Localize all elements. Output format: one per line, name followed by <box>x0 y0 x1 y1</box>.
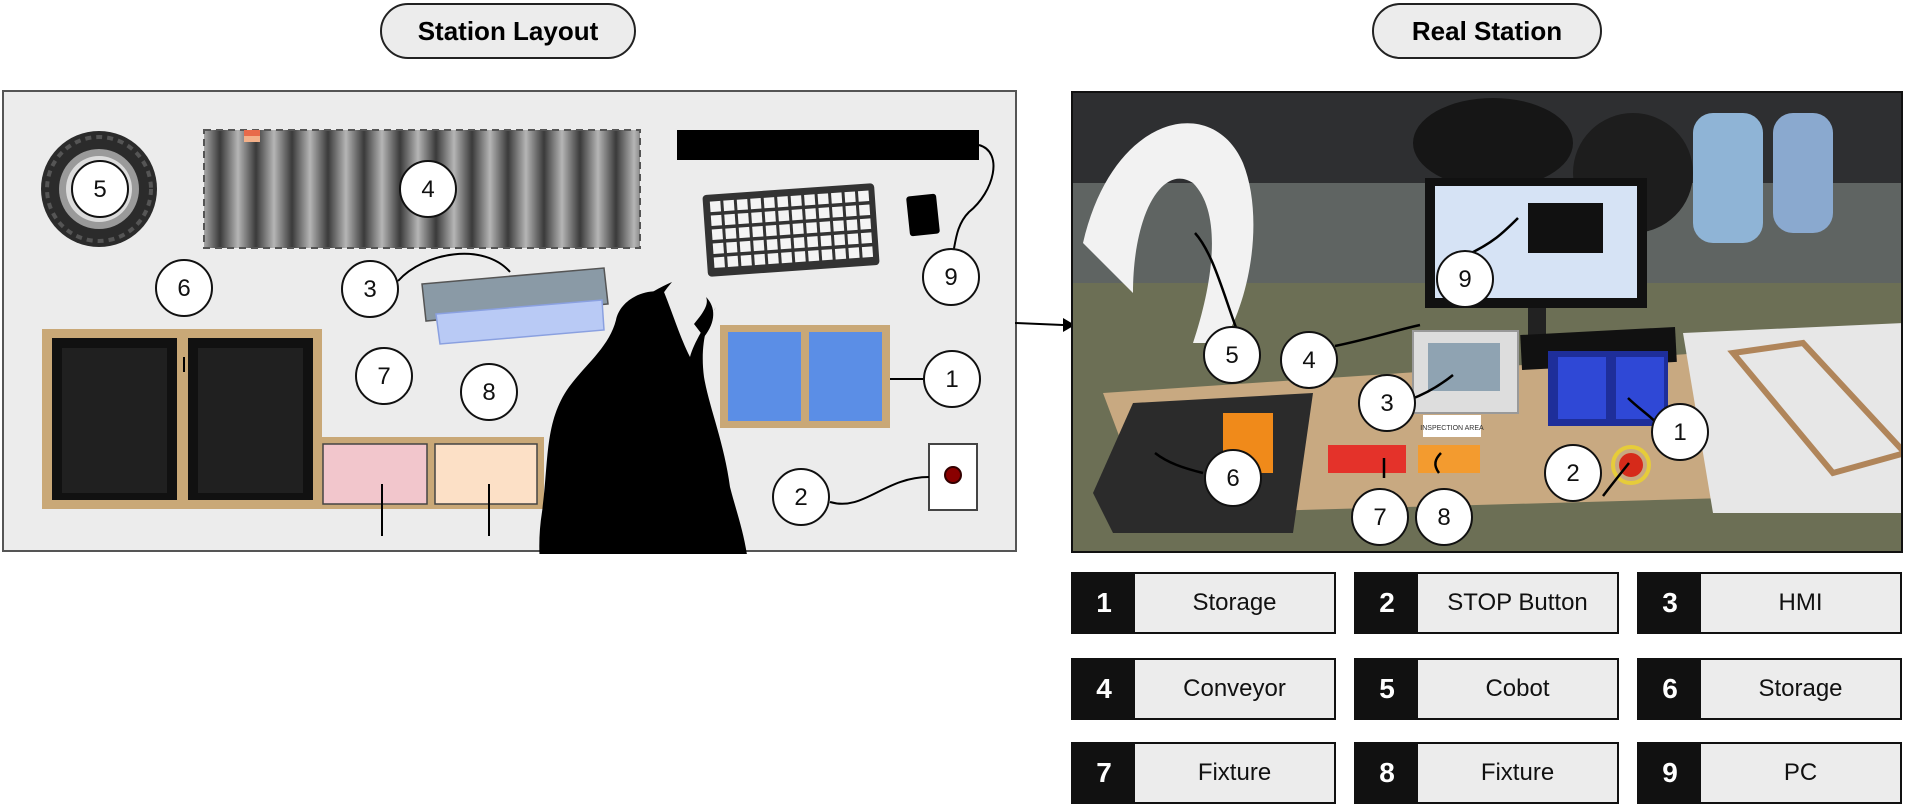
photo-badge-label: 8 <box>1437 504 1450 531</box>
layout-badge-label: 4 <box>421 176 434 203</box>
photo-badge-1 <box>1651 403 1709 461</box>
legend-label: Conveyor <box>1183 675 1286 702</box>
monitor-icon <box>677 130 979 160</box>
layout-drawing: 1 2 3 4 5 6 7 8 9 <box>41 129 995 554</box>
legend-item-1: 1 Storage <box>1071 572 1336 634</box>
layout-badge-3 <box>341 260 399 318</box>
fixture-trays <box>322 437 544 509</box>
legend-number: 5 <box>1356 660 1418 718</box>
panel-arrow <box>1015 318 1075 332</box>
legend-label: Storage <box>1192 589 1277 616</box>
legend-item-9: 9 PC <box>1637 742 1902 804</box>
photo-badge-3 <box>1358 374 1416 432</box>
legend-item-8: 8 Fixture <box>1354 742 1619 804</box>
legend-number: 7 <box>1073 744 1135 802</box>
legend-number: 9 <box>1639 744 1701 802</box>
photo-badge-label: 3 <box>1380 390 1393 417</box>
legend-item-6: 6 Storage <box>1637 658 1902 720</box>
photo-badge-2 <box>1544 444 1602 502</box>
photo-badge-8 <box>1415 488 1473 546</box>
storage-bins-right <box>720 325 890 428</box>
real-station-title: Real Station <box>1372 3 1602 59</box>
stop-button-icon <box>928 443 978 511</box>
layout-badge-label: 2 <box>794 484 807 511</box>
layout-badge-label: 6 <box>177 275 190 302</box>
layout-badge-9 <box>922 248 980 306</box>
layout-badge-1 <box>923 350 981 408</box>
legend-number: 8 <box>1356 744 1418 802</box>
layout-badge-4 <box>399 160 457 218</box>
legend-label: HMI <box>1778 589 1823 616</box>
photo-badge-6 <box>1204 449 1262 507</box>
hmi-tablet-icon <box>421 267 609 345</box>
legend-label: Cobot <box>1485 675 1550 702</box>
layout-badge-7 <box>355 347 413 405</box>
legend-item-3: 3 HMI <box>1637 572 1902 634</box>
inspection-area-sign: INSPECTION AREA <box>1420 425 1484 432</box>
storage-bins-left <box>42 329 322 509</box>
operator-silhouette-icon <box>539 282 747 554</box>
photo-badge-label: 1 <box>1673 419 1686 446</box>
photo-badge-label: 2 <box>1566 460 1579 487</box>
photo-badge-label: 6 <box>1226 465 1239 492</box>
legend-item-4: 4 Conveyor <box>1071 658 1336 720</box>
station-layout-title: Station Layout <box>380 3 636 59</box>
photo-badge-label: 4 <box>1302 347 1315 374</box>
layout-badge-6 <box>155 259 213 317</box>
real-station-photo: INSPECTION AREA 1 2 3 4 5 6 7 8 9 <box>1071 91 1903 553</box>
station-layout-diagram: 1 2 3 4 5 6 7 8 9 <box>2 90 1017 554</box>
layout-badge-8 <box>460 363 518 421</box>
legend-label: Storage <box>1758 675 1843 702</box>
layout-badge-label: 5 <box>93 176 106 203</box>
legend-label: Fixture <box>1480 759 1555 786</box>
layout-badge-label: 3 <box>363 276 376 303</box>
layout-badge-label: 9 <box>944 264 957 291</box>
layout-badge-label: 8 <box>482 379 495 406</box>
photo-badge-4 <box>1280 331 1338 389</box>
legend-number: 1 <box>1073 574 1135 632</box>
photo-badge-label: 7 <box>1373 504 1386 531</box>
photo-badge-5 <box>1203 326 1261 384</box>
legend-label: PC <box>1783 759 1818 786</box>
keyboard-icon <box>702 183 880 277</box>
layout-badge-label: 1 <box>945 366 958 393</box>
photo-badge-9 <box>1436 250 1494 308</box>
photo-badge-label: 5 <box>1225 342 1238 369</box>
legend-number: 4 <box>1073 660 1135 718</box>
layout-badge-2 <box>772 468 830 526</box>
legend-number: 6 <box>1639 660 1701 718</box>
layout-badge-5 <box>71 160 129 218</box>
legend-label: STOP Button <box>1447 589 1588 616</box>
legend-item-2: 2 STOP Button <box>1354 572 1619 634</box>
legend-number: 3 <box>1639 574 1701 632</box>
legend-label: Fixture <box>1197 759 1272 786</box>
legend-item-7: 7 Fixture <box>1071 742 1336 804</box>
legend-number: 2 <box>1356 574 1418 632</box>
mouse-icon <box>906 193 940 237</box>
photo-badge-7 <box>1351 488 1409 546</box>
legend-item-5: 5 Cobot <box>1354 658 1619 720</box>
layout-badge-label: 7 <box>377 363 390 390</box>
photo-badge-label: 9 <box>1458 266 1471 293</box>
photo-drawing: INSPECTION AREA 1 2 3 4 5 6 7 8 9 <box>1073 93 1901 551</box>
